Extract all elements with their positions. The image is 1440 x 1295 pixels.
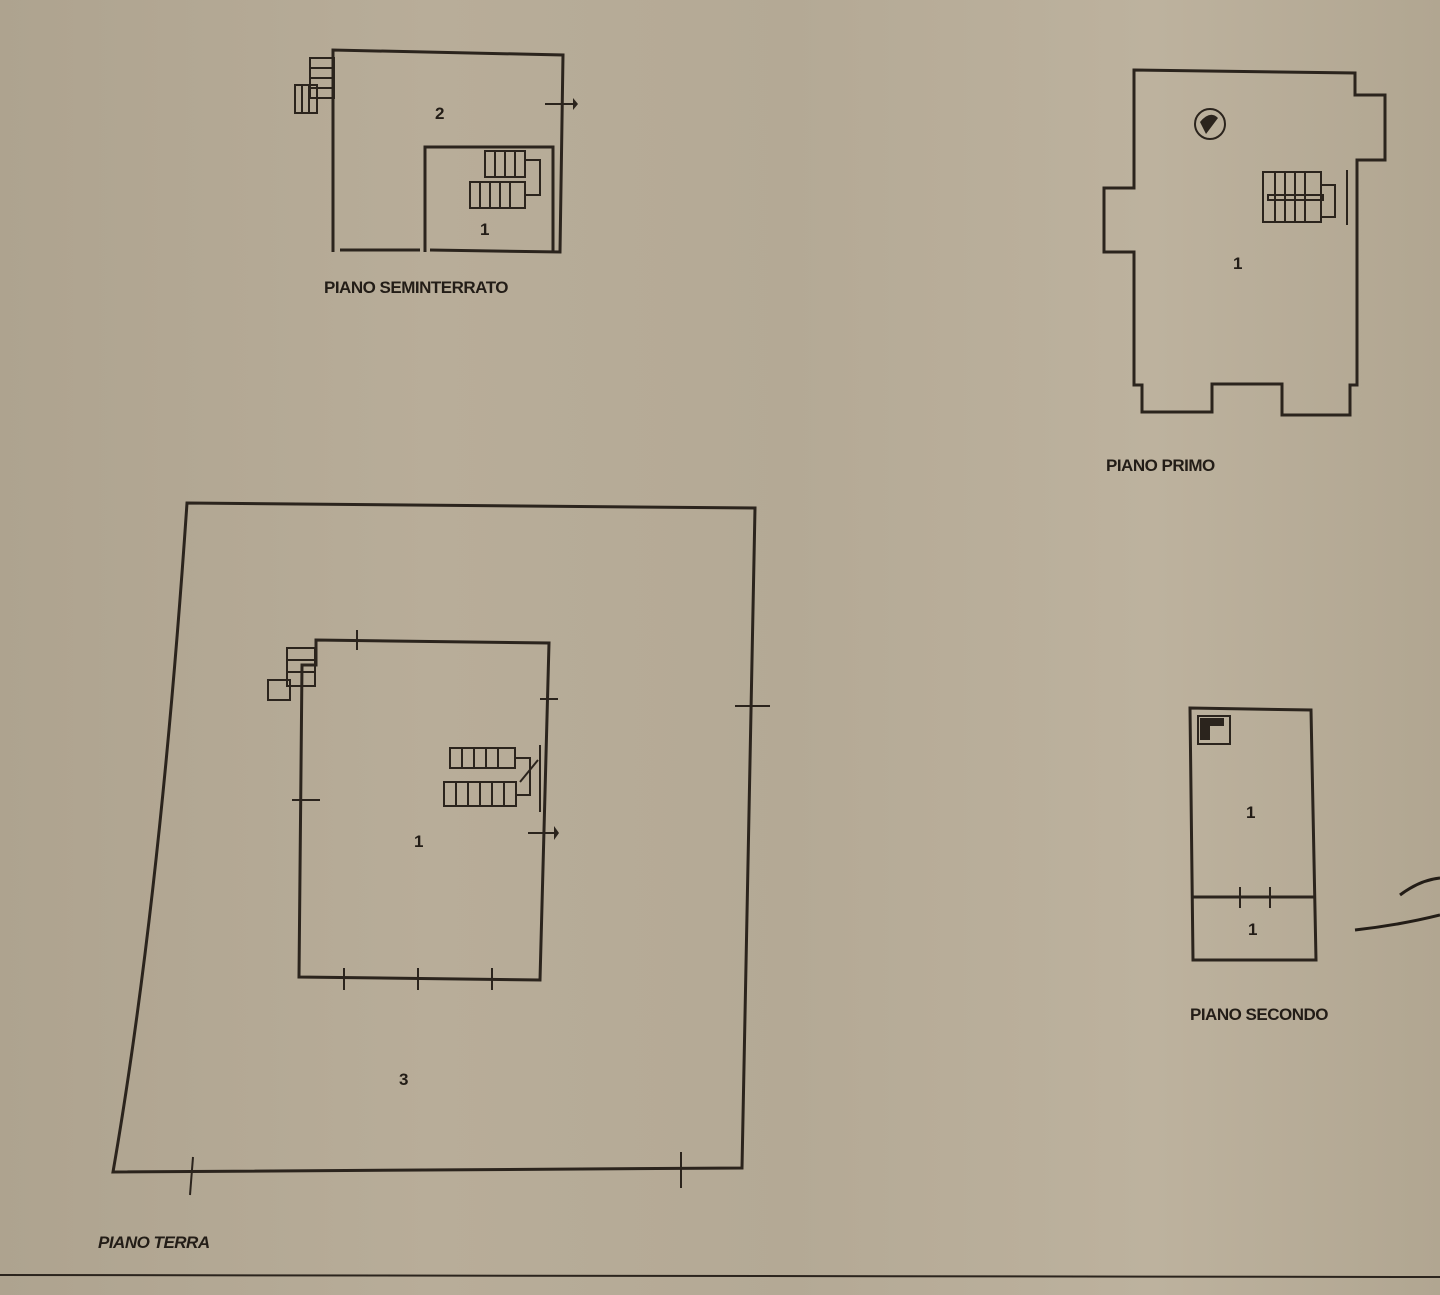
plan-piano-seminterrato xyxy=(294,48,578,254)
spiral-stair-icon xyxy=(1194,108,1226,140)
plan-piano-primo xyxy=(1102,68,1387,417)
floor-label-primo: PIANO PRIMO xyxy=(1106,456,1215,475)
room-number: 1 xyxy=(480,220,490,239)
handwritten-mark xyxy=(1354,876,1440,932)
spiral-stair-icon xyxy=(1197,715,1231,745)
stair-icon xyxy=(469,150,541,209)
room-number: 1 xyxy=(1246,803,1256,822)
stair-icon xyxy=(267,647,316,701)
floor-label-secondo: PIANO SECONDO xyxy=(1190,1005,1329,1024)
plan-piano-secondo xyxy=(1188,706,1318,962)
page-border-line xyxy=(0,1274,1440,1278)
stair-icon xyxy=(294,57,335,114)
floor-label-seminterrato: PIANO SEMINTERRATO xyxy=(324,278,509,297)
room-number: 1 xyxy=(1233,254,1243,273)
room-number: 3 xyxy=(399,1070,409,1089)
room-number: 1 xyxy=(1248,920,1258,939)
floor-label-terra: PIANO TERRA xyxy=(98,1233,210,1252)
room-number: 2 xyxy=(435,104,445,123)
room-number: 1 xyxy=(414,832,424,851)
plan-piano-terra xyxy=(111,501,770,1196)
stair-icon xyxy=(443,745,541,812)
stair-icon xyxy=(1262,170,1348,225)
